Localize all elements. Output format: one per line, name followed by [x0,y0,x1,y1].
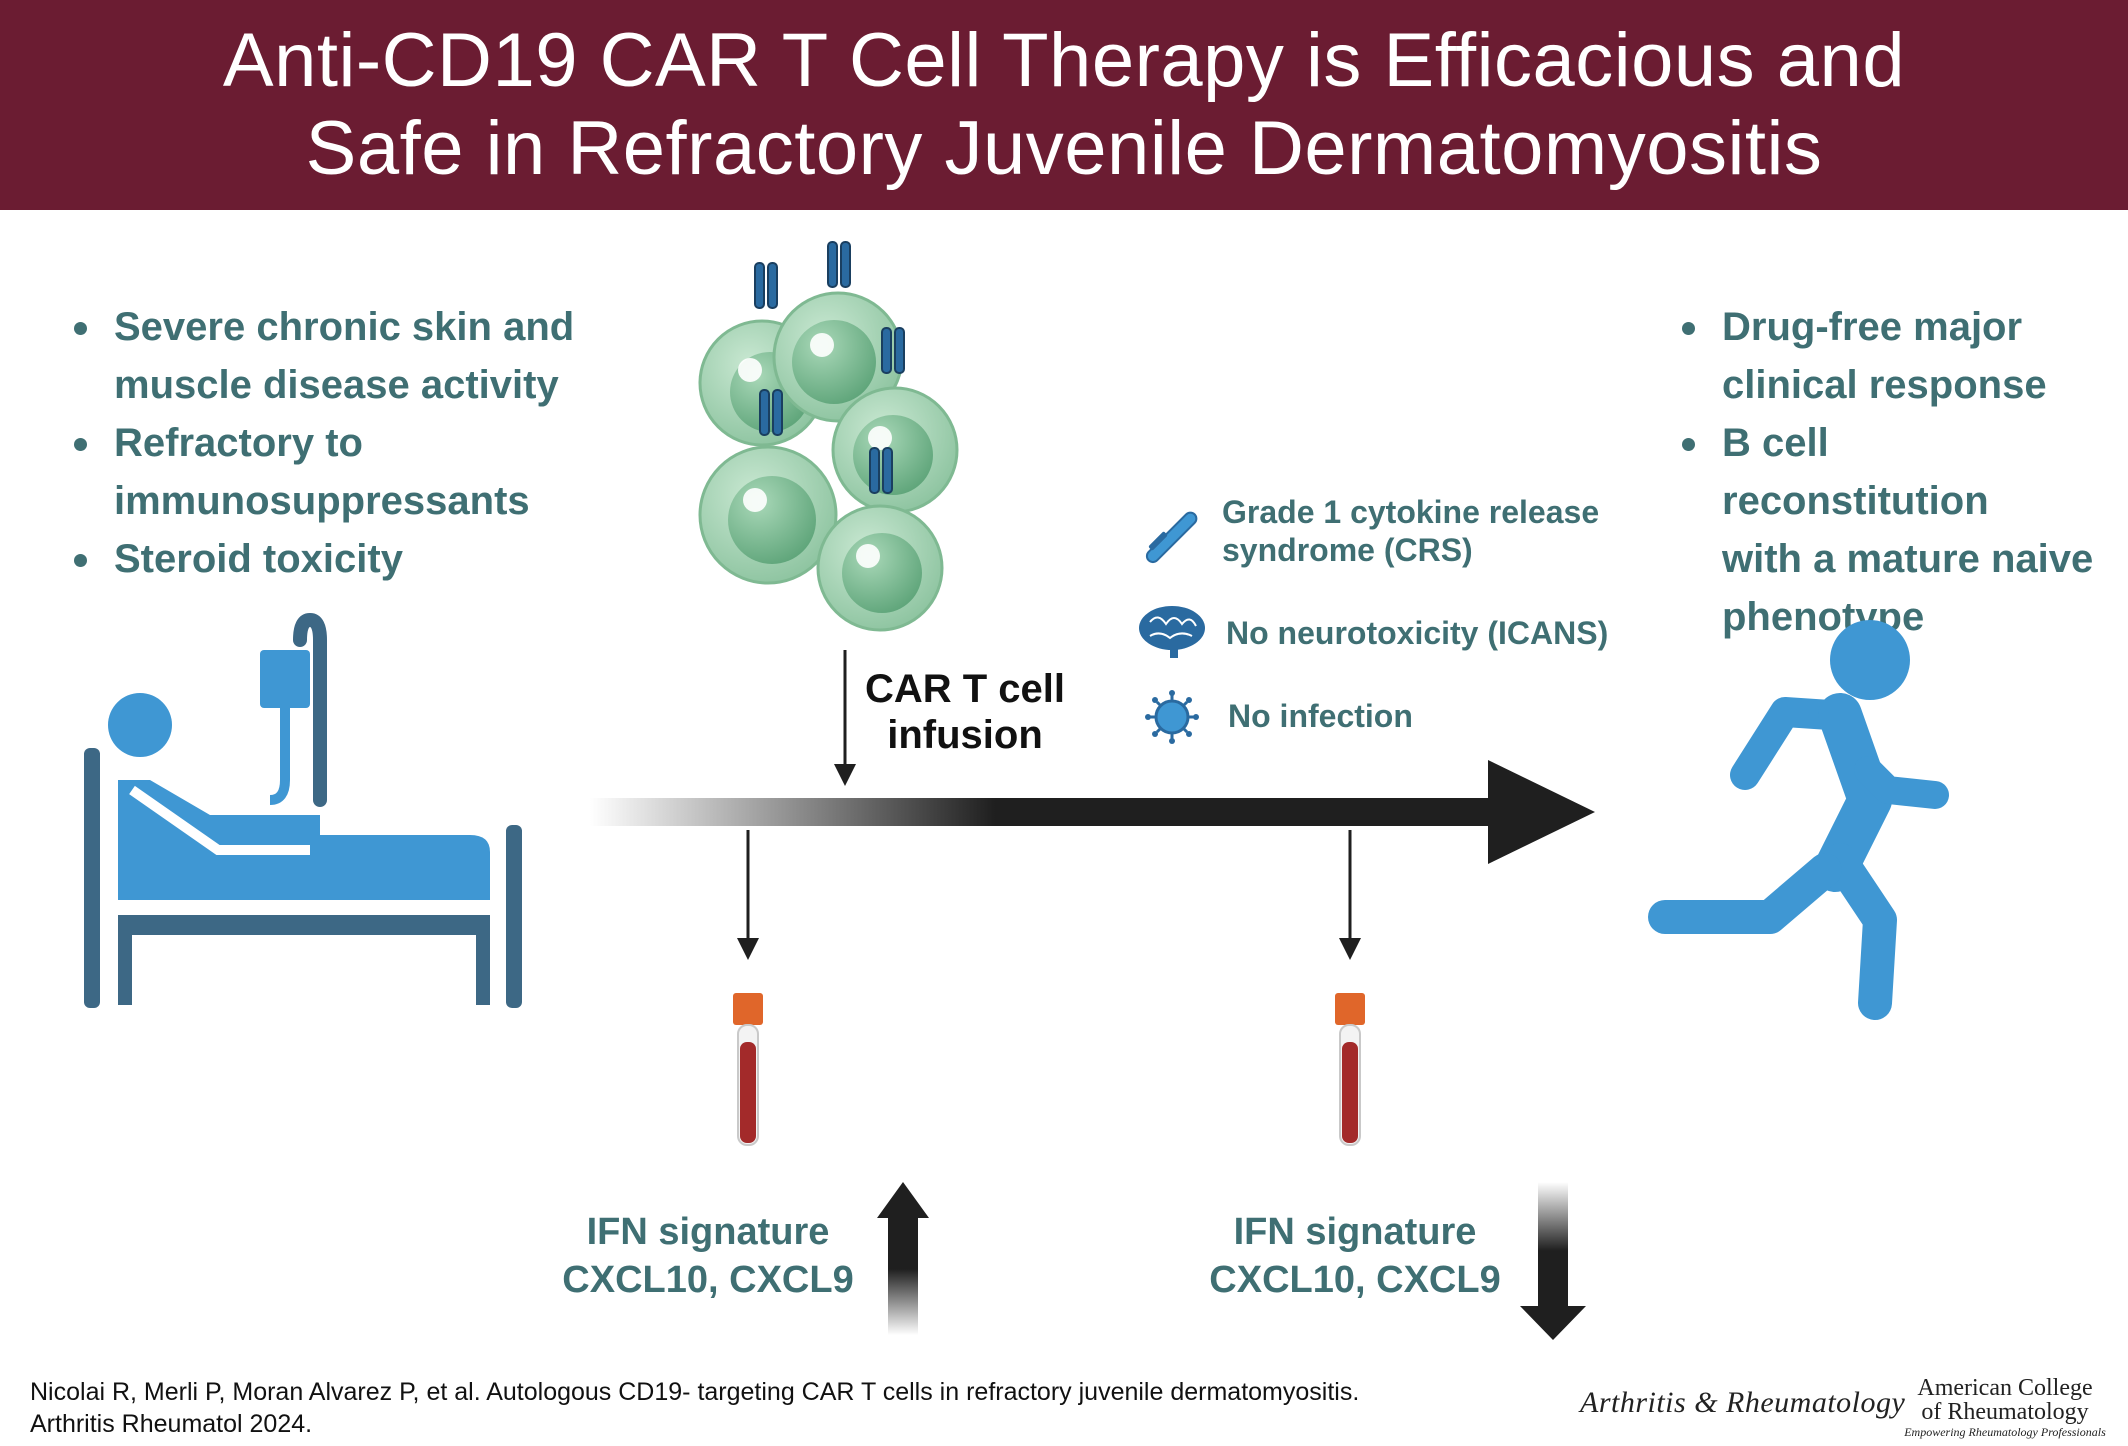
bullet-text: Steroid toxicity [114,537,403,581]
infection-label: No infection [1228,698,1413,734]
blood-tube-icon [1335,993,1365,1146]
infusion-arrow [834,650,856,786]
acr-tagline: Empowering Rheumatology Professionals [1904,1425,2106,1439]
car-receptor [827,241,851,288]
running-person-icon [1648,620,1949,1020]
car-receptor [754,262,778,309]
bullet-text: immunosuppressants [114,479,530,523]
bullet-text: muscle disease activity [114,363,559,407]
bullet-text: Severe chronic skin and [114,305,575,349]
infusion-label-line-1: CAR T cell [864,667,1066,711]
infusion-label: CAR T cell infusion [850,666,1080,758]
decrease-arrow-icon [1520,1182,1586,1340]
infusion-label-line-2: infusion [887,713,1043,757]
citation-line-1: Nicolai R, Merli P, Moran Alvarez P, et … [30,1378,1360,1406]
virus-icon [1145,690,1199,744]
bullet-text: Drug-free major [1722,305,2023,349]
ifn-label-line: CXCL10, CXCL9 [562,1259,854,1301]
outcome-list: Drug-free major clinical response B cell… [1680,298,2100,646]
ifn-label-line: CXCL10, CXCL9 [1209,1259,1501,1301]
car-t-cell-cluster [698,241,959,632]
list-item: B cell reconstitution with a mature naiv… [1680,414,2100,646]
blood-tube-icon [733,993,763,1146]
car-receptor [881,327,905,374]
list-item: Steroid toxicity [72,530,592,588]
bullet-text: with a mature naive [1722,537,2094,581]
title-banner: Anti-CD19 CAR T Cell Therapy is Efficaci… [0,0,2128,210]
list-item: Refractory to immunosuppressants [72,414,592,530]
journal-logo: Arthritis & Rheumatology [1580,1386,1906,1419]
title-line-1: Anti-CD19 CAR T Cell Therapy is Efficaci… [222,18,1906,103]
ifn-before-label: IFN signature CXCL10, CXCL9 [548,1208,868,1304]
car-t-cell [698,445,838,585]
ifn-label-line: IFN signature [1233,1211,1477,1253]
sample-arrow-after [1339,830,1361,960]
crs-label: Grade 1 cytokine release syndrome (CRS) [1222,493,1599,569]
title-line-2: Safe in Refractory Juvenile Dermatomyosi… [305,106,1823,191]
car-receptor [869,447,893,494]
baseline-features-list: Severe chronic skin and muscle disease a… [72,298,592,588]
car-receptor [759,389,783,436]
safety-text-line: Grade 1 cytokine release [1222,494,1600,530]
increase-arrow-icon [877,1182,929,1335]
car-t-cell [831,386,959,514]
acr-logo-line-1: American College [1917,1375,2093,1401]
brain-icon [1139,606,1205,658]
thermometer-icon [1145,511,1198,564]
list-item: Severe chronic skin and muscle disease a… [72,298,592,414]
bullet-text: B cell reconstitution [1722,421,1989,523]
list-item: Drug-free major clinical response [1680,298,2100,414]
acr-logo-line-2: of Rheumatology [1921,1399,2089,1425]
safety-text-line: syndrome (CRS) [1222,532,1473,568]
bullet-text: clinical response [1722,363,2047,407]
patient-in-bed-icon [84,612,522,1008]
car-t-cell [816,504,944,632]
timeline-arrow [590,760,1595,864]
icans-label: No neurotoxicity (ICANS) [1226,615,1609,651]
citation: Nicolai R, Merli P, Moran Alvarez P, et … [30,1376,1530,1440]
acr-logo: American College of Rheumatology Empower… [1895,1376,2115,1440]
ifn-label-line: IFN signature [586,1211,830,1253]
ifn-after-label: IFN signature CXCL10, CXCL9 [1195,1208,1515,1304]
citation-line-2: Arthritis Rheumatol 2024. [30,1410,313,1438]
bullet-text: Refractory to [114,421,363,465]
sample-arrow-before [737,830,759,960]
